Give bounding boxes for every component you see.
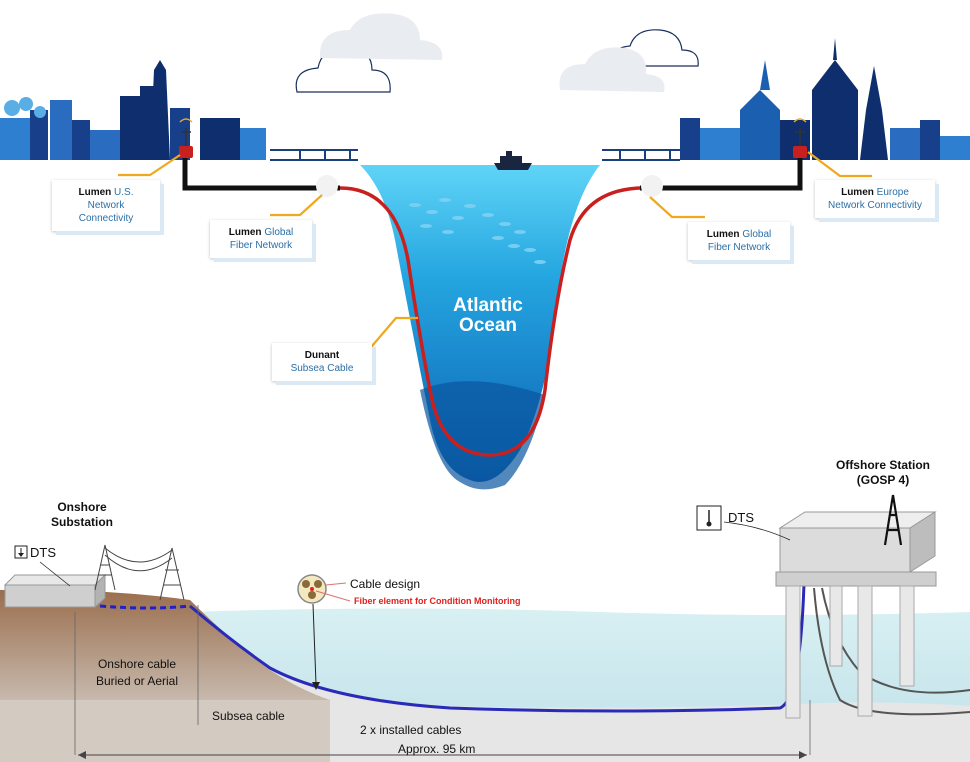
cloud-faint-right [559,47,665,92]
dts-left-label: DTS [30,545,56,560]
subsea-cable-label: Subsea cable [212,709,285,723]
global-fiber-right-line1: Global [739,229,772,240]
pier-left [270,149,358,161]
ocean-deep-band [420,381,545,490]
atlantic-ocean-label: Atlantic Ocean [432,296,544,336]
antenna-right-icon [793,118,807,146]
distance-label: Approx. 95 km [398,742,476,756]
distance-dimension [78,751,807,759]
atlantic-ocean-basin [360,165,600,482]
ocean-line1: Atlantic [453,295,523,316]
dts-left-icon [14,545,28,559]
onshore-ground-lower [0,700,330,762]
callout-global-fiber-right: Lumen Global Fiber Network [688,222,790,260]
offshore-title-1: Offshore Station [835,458,930,472]
us-network-line2: Connectivity [78,213,134,224]
europe-network-line2: Network Connectivity [828,200,922,211]
antenna-left-icon [179,118,193,146]
ocean-line2: Ocean [458,315,518,336]
onshore-cable-dashed [99,604,191,610]
global-fiber-left-line1: Global [261,227,294,238]
offshore-station-title: Offshore Station (GOSP 4) [818,458,948,488]
land-fiber-right [640,146,807,197]
europe-network-line1: Europe [873,187,909,198]
dts-right-label: DTS [728,510,754,525]
onshore-cable-label: Onshore cable Buried or Aerial [78,656,196,690]
onshore-ground [0,589,330,700]
onshore-substation-building [3,573,107,609]
callout-europe-network: Lumen Europe Network Connectivity [815,180,935,218]
cloud-faint-left [319,13,443,60]
global-fiber-left-line2: Fiber Network [229,240,293,251]
installed-cables-label: 2 x installed cables [360,723,462,737]
callout-dunant: Dunant Subsea Cable [272,343,372,381]
global-fiber-right-line2: Fiber Network [707,242,771,253]
dunant-line2: Subsea Cable [290,363,354,374]
dts-left-pointer [39,561,71,587]
global-fiber-left-brand: Lumen [228,227,262,238]
onshore-cable-2: Buried or Aerial [95,674,179,688]
cable-design-arrow [312,603,320,690]
subsea-cable-second [813,587,970,716]
land-fiber-left [179,146,340,197]
dunant-line1: Dunant [304,350,340,361]
callout-us-network: Lumen U.S. Network Connectivity [52,180,160,231]
cable-design-pointers [315,582,351,602]
skyline-left [0,60,266,160]
us-network-line1: U.S. Network [87,187,134,211]
offshore-title-2: (GOSP 4) [856,473,910,487]
fiber-element-label: Fiber element for Condition Monitoring [354,596,521,606]
ship-icon [494,151,532,170]
onshore-substation-title: Onshore Substation [36,500,128,530]
europe-network-brand: Lumen [841,187,874,198]
offshore-platform [775,494,937,719]
callout-global-fiber-left: Lumen Global Fiber Network [210,220,312,258]
dts-right-pointer [723,521,791,541]
cable-design-icon [297,574,327,604]
cable-design-label: Cable design [350,577,421,591]
power-pylons [94,544,185,601]
us-network-brand: Lumen [78,187,112,198]
dts-right-icon [696,505,722,531]
fish-school [409,198,546,264]
onshore-title-2: Substation [51,515,113,529]
section-guides [74,605,811,755]
dunant-subsea-cable [339,186,641,457]
skyline-right [680,38,970,160]
pier-right [602,149,680,161]
onshore-cable-1: Onshore cable [97,657,177,671]
global-fiber-right-brand: Lumen [706,229,740,240]
onshore-title-1: Onshore [57,500,107,514]
